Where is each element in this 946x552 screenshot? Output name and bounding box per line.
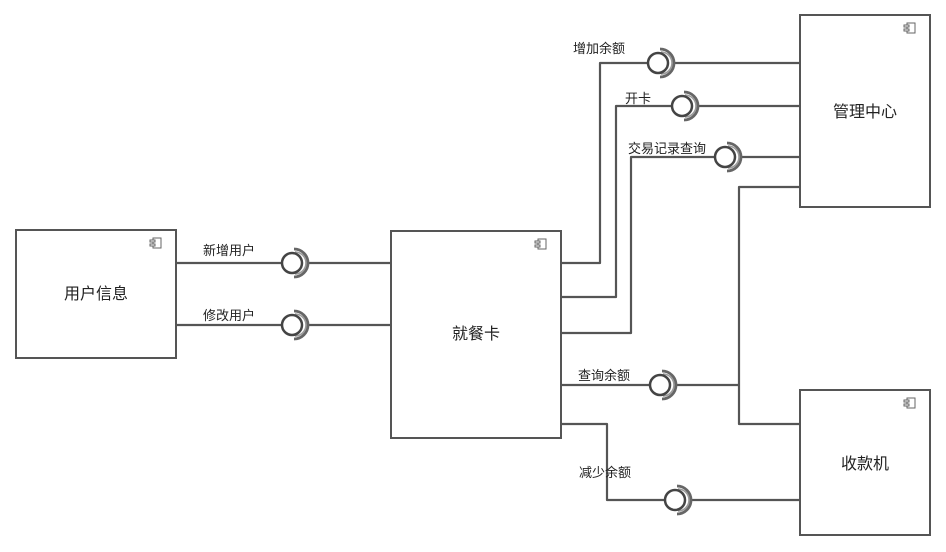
component-label-cashier: 收款机 [841, 454, 889, 473]
interface-add-user[interactable] [280, 247, 310, 279]
interface-modify-user[interactable] [280, 309, 310, 341]
wire-add-balance [561, 61, 800, 265]
component-cashier[interactable]: 收款机 [799, 389, 931, 536]
interface-add-balance[interactable] [646, 47, 676, 79]
wire-transaction-query [561, 155, 800, 335]
component-icon [903, 397, 916, 409]
label-modify-user: 修改用户 [203, 308, 255, 324]
wire-reduce-balance [561, 422, 800, 502]
component-user-info[interactable]: 用户信息 [15, 229, 177, 359]
interface-open-card[interactable] [670, 90, 700, 122]
component-icon [149, 237, 162, 249]
wire-open-card [561, 104, 800, 299]
interface-query-balance[interactable] [648, 369, 678, 401]
label-open-card: 开卡 [625, 92, 651, 107]
interface-transaction-query[interactable] [713, 141, 743, 173]
component-management[interactable]: 管理中心 [799, 14, 931, 208]
label-query-balance: 查询余额 [578, 368, 630, 384]
wire-query-balance [561, 185, 800, 426]
label-transaction-query: 交易记录查询 [628, 141, 706, 157]
component-icon [534, 238, 547, 250]
label-add-user: 新增用户 [203, 243, 255, 259]
component-label-meal-card: 就餐卡 [452, 324, 500, 343]
component-label-management: 管理中心 [833, 102, 897, 121]
label-reduce-balance: 减少余额 [579, 465, 631, 481]
interface-reduce-balance[interactable] [663, 484, 693, 516]
component-meal-card[interactable]: 就餐卡 [390, 230, 562, 439]
label-add-balance: 增加余额 [573, 41, 625, 57]
component-icon [903, 22, 916, 34]
component-label-user-info: 用户信息 [64, 284, 128, 303]
